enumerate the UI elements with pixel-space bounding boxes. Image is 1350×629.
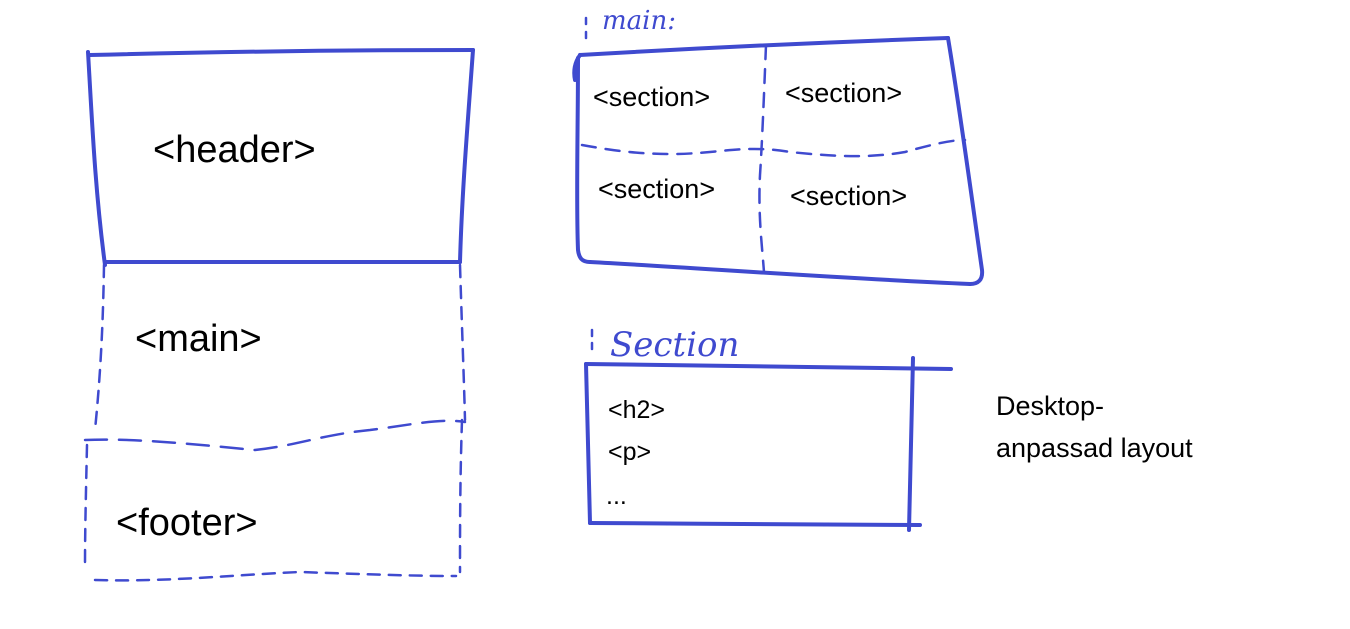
main-footer-divider <box>83 419 467 452</box>
note-line-2: anpassad layout <box>996 433 1193 463</box>
grid-section-2: <section> <box>785 78 903 108</box>
footer-label: <footer> <box>116 502 258 544</box>
main-grid-dividers <box>580 43 967 274</box>
header-box <box>86 48 475 267</box>
main-box-dashed <box>93 263 467 432</box>
header-label: <header> <box>153 129 316 171</box>
section-item-p: <p> <box>608 438 652 466</box>
grid-section-3: <section> <box>598 174 716 204</box>
section-heading: Section <box>610 325 740 365</box>
main-grid-box <box>572 36 985 286</box>
grid-section-4: <section> <box>790 181 908 211</box>
main-heading: main: <box>602 6 676 36</box>
section-item-h2: <h2> <box>608 396 666 424</box>
main-label: <main> <box>135 318 262 360</box>
section-box <box>584 356 953 532</box>
note-line-1: Desktop- <box>996 391 1105 421</box>
footer-box-dashed <box>83 418 464 582</box>
grid-section-1: <section> <box>593 82 711 112</box>
section-item-ellipsis: ... <box>606 482 627 510</box>
